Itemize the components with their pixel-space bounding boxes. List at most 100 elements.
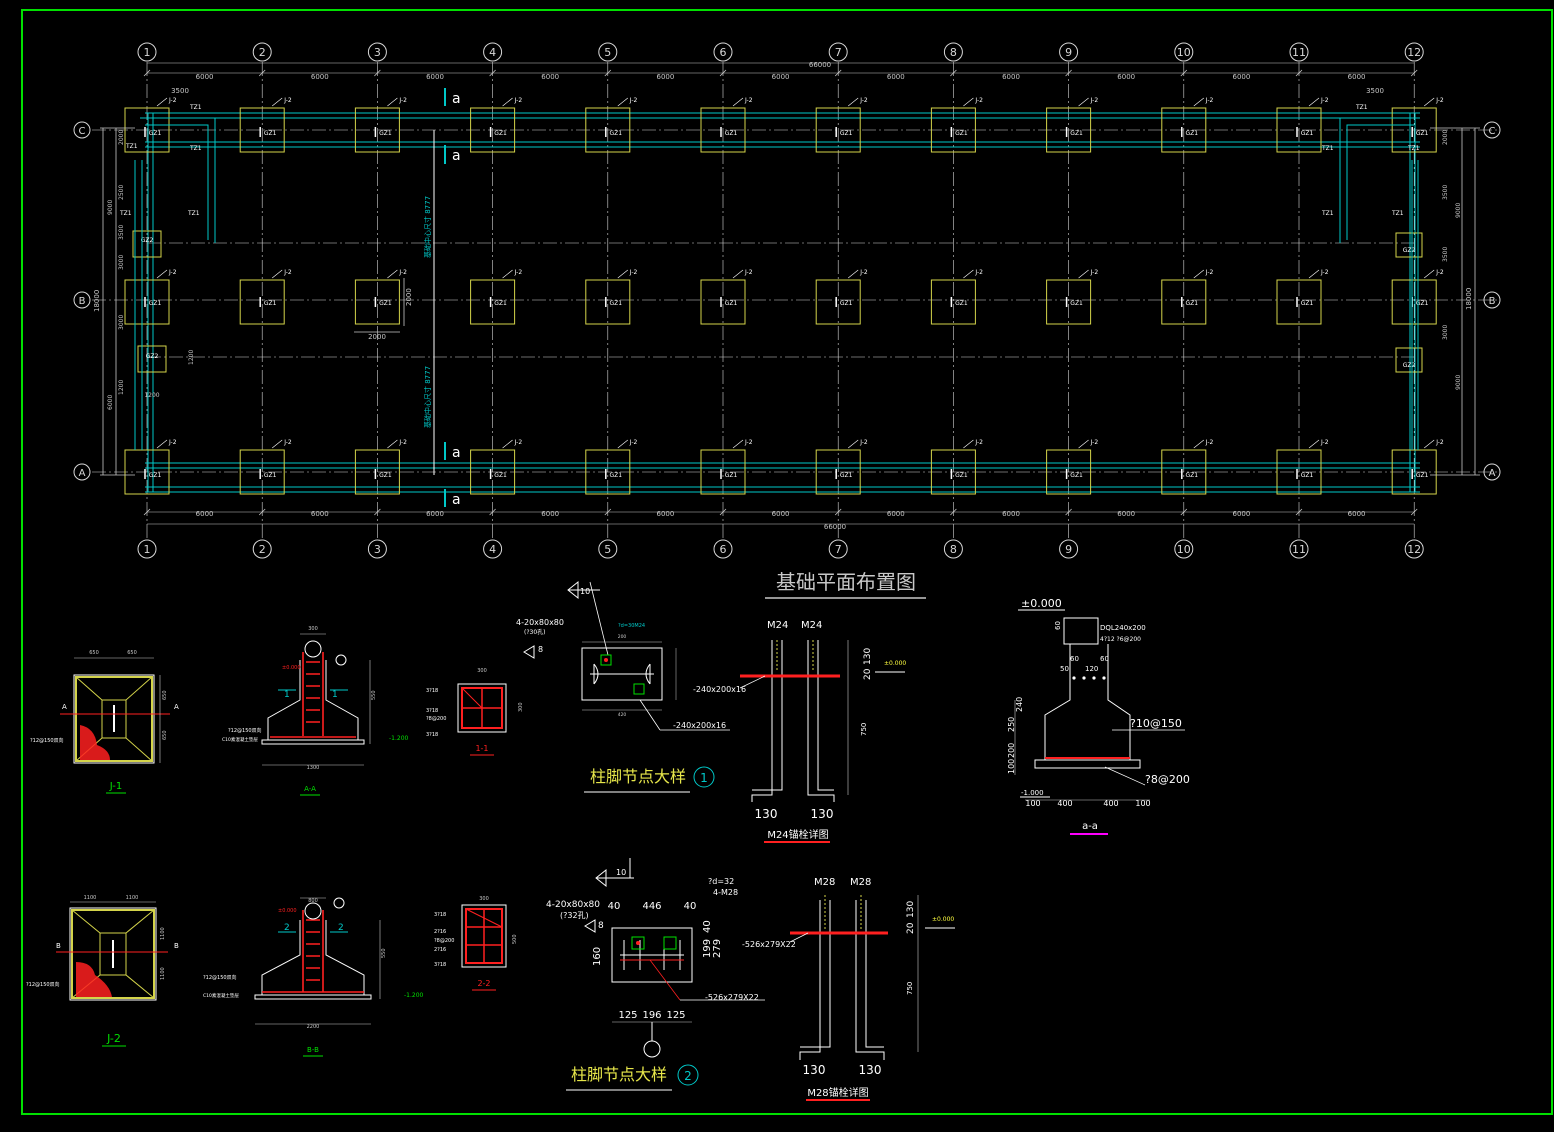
axis-bubble-9 — [1059, 539, 1079, 559]
footing-leader — [732, 269, 744, 279]
footing-tag: J-2 — [1435, 439, 1444, 446]
right-side-dim: 3000 — [1442, 325, 1449, 340]
footing-10C — [1161, 107, 1207, 153]
axis-bubble-7 — [828, 539, 848, 559]
column-tag: GZ1 — [1070, 472, 1083, 479]
footing-grid: GZ1J-2GZ1J-2GZ1J-2GZ1J-2GZ1J-2GZ1J-2GZ1J… — [124, 97, 1444, 495]
footing-4A — [470, 449, 516, 495]
footing-7B — [815, 279, 861, 325]
column-base-node-1: 10 4-20x80x80 (?30孔) 8 ?d=30M24 200 420 … — [516, 580, 730, 793]
aa-label: A-A — [304, 785, 316, 793]
footing-2C — [239, 107, 285, 153]
svg-text:?d=32: ?d=32 — [708, 877, 734, 886]
dim-tick — [950, 508, 957, 516]
axis-bubble-C — [73, 121, 91, 139]
footing-leader — [617, 439, 628, 449]
svg-text:?8@200: ?8@200 — [1145, 773, 1190, 786]
footing-leader — [617, 269, 628, 279]
column-tag: GZ1 — [1186, 130, 1199, 137]
svg-text:200: 200 — [618, 634, 627, 640]
dim-1200-a: 1200 — [188, 350, 195, 365]
section-mark-a-top2: a — [444, 145, 461, 164]
svg-text:196: 196 — [642, 1010, 661, 1021]
svg-text:130: 130 — [811, 807, 834, 821]
footing-leader — [1193, 97, 1204, 107]
svg-text:C10素混凝土垫层: C10素混凝土垫层 — [203, 992, 239, 999]
axis-bubble-9 — [1059, 42, 1079, 62]
detail-j1: A A ?12@150双向 650 650 650 650 J-1 — [30, 650, 179, 794]
column-tag: GZ1 — [149, 300, 162, 307]
svg-text:M28: M28 — [850, 877, 871, 888]
footing-tag: J-2 — [859, 269, 868, 276]
footing-leader — [387, 97, 398, 107]
svg-text:1: 1 — [284, 690, 290, 700]
dim-tick — [1410, 69, 1418, 77]
section-mark-a-bottom2: a — [444, 489, 461, 508]
right-side-dim: 3500 — [1442, 247, 1449, 262]
footing-1B — [124, 279, 170, 325]
center-note-lower: 基础中心尺寸 8777 — [423, 366, 432, 428]
axis-bubble-2 — [252, 539, 272, 559]
bay-dim: 6000 — [541, 510, 559, 518]
footing-leader — [387, 269, 398, 279]
axis-label-12: 12 — [1407, 543, 1421, 556]
footing-5A — [585, 449, 631, 495]
axis-label-1: 1 — [144, 46, 151, 59]
svg-text:750: 750 — [860, 723, 868, 736]
footing-leader — [502, 269, 513, 279]
footing-5B — [585, 279, 631, 325]
footing-tag: J-2 — [1320, 269, 1329, 276]
footing-8C — [930, 107, 976, 153]
footing-leader — [1193, 269, 1204, 279]
svg-text:±0.000: ±0.000 — [282, 665, 301, 671]
bay-dim: 6000 — [887, 510, 905, 518]
dim-tick — [1180, 69, 1188, 77]
footing-leader — [617, 97, 628, 107]
column-tag: GZ1 — [840, 472, 853, 479]
footing-leader — [1424, 97, 1435, 107]
footing-8A — [930, 449, 976, 495]
node2-title: 柱脚节点大样 — [571, 1065, 667, 1084]
axis-label-3: 3 — [374, 543, 381, 556]
axis-bubble-12 — [1404, 539, 1424, 559]
svg-text:300: 300 — [477, 668, 487, 674]
footing-tag: J-2 — [744, 269, 753, 276]
axis-label-9: 9 — [1065, 46, 1072, 59]
column-tag: GZ1 — [1301, 130, 1314, 137]
bay-dim: 6000 — [656, 73, 674, 81]
svg-text:GZ2: GZ2 — [1403, 362, 1416, 369]
footing-leader — [1308, 97, 1320, 107]
axis-bubble-B — [73, 291, 91, 309]
left-side-dim: 2500 — [118, 185, 125, 200]
svg-text:10: 10 — [580, 587, 590, 596]
footing-leader — [272, 439, 283, 449]
footing-leader — [732, 439, 744, 449]
footing-leader — [1078, 97, 1089, 107]
footing-tag: J-2 — [168, 439, 177, 446]
dim-tick — [834, 508, 842, 516]
tie-beams — [145, 112, 1420, 493]
svg-text:?10@150: ?10@150 — [1130, 717, 1182, 730]
footing-8B — [930, 279, 976, 325]
column-tag: GZ1 — [955, 300, 968, 307]
svg-text:a: a — [452, 445, 461, 461]
svg-text:TZ1: TZ1 — [189, 145, 202, 152]
footing-leader — [272, 97, 283, 107]
footing-tag: J-2 — [1435, 269, 1444, 276]
column-tag: GZ1 — [494, 472, 507, 479]
footing-5C — [585, 107, 631, 153]
svg-text:-526x279X22: -526x279X22 — [705, 993, 759, 1002]
footing-tag: J-2 — [283, 439, 292, 446]
axis-label-10: 10 — [1177, 543, 1191, 556]
footing-9A — [1046, 449, 1092, 495]
svg-text:500: 500 — [512, 934, 518, 944]
left-side-dim: 3000 — [118, 315, 125, 330]
footing-leader — [156, 97, 168, 107]
column-tag: GZ1 — [955, 472, 968, 479]
axis-bubble-7 — [828, 42, 848, 62]
footing-12A — [1391, 449, 1437, 495]
footing-leader — [156, 269, 168, 279]
plan-title: 基础平面布置图 — [776, 570, 916, 594]
svg-text:550: 550 — [371, 690, 377, 700]
